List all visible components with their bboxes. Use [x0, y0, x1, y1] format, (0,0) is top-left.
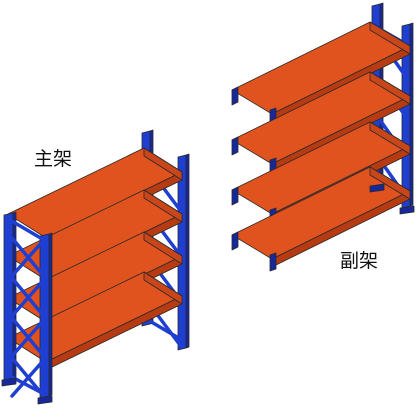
ext-hook-3 — [231, 186, 239, 206]
main-back-upright-2-side — [185, 153, 190, 349]
main-back-tie-bottom — [146, 318, 184, 342]
main-front-upright-1-side — [12, 211, 17, 379]
main-shelf-3-side — [143, 231, 183, 265]
main-front-upright-2 — [39, 233, 50, 399]
ext-hook-front-4 — [269, 252, 277, 272]
ext-foot-2 — [399, 205, 415, 215]
ext-shelf-2-side — [369, 71, 411, 105]
main-front-brace-4 — [10, 356, 44, 396]
main-front-brace-1 — [10, 236, 44, 276]
ext-back-upright-2-side — [409, 22, 414, 207]
main-shelf-2-side — [143, 189, 183, 223]
main-shelf-4-side — [143, 271, 183, 305]
ext-shelf-1-side — [369, 21, 411, 55]
main-front-tie-top — [8, 218, 46, 242]
main-rack-label: 主架 — [34, 148, 73, 170]
extension-rack — [231, 2, 415, 272]
main-foot-1 — [1, 377, 17, 387]
main-front-brace-x-1 — [10, 240, 44, 278]
main-front-brace-x-4 — [10, 360, 44, 398]
main-front-brace-3 — [10, 316, 44, 356]
main-front-upright-2-side — [48, 232, 53, 397]
main-foot-2 — [37, 395, 53, 405]
main-front-brace-2 — [10, 276, 44, 316]
ext-foot-1 — [369, 183, 385, 193]
extension-rack-label: 副架 — [340, 250, 379, 272]
ext-hook-4 — [231, 231, 239, 251]
main-front-brace-x-2 — [10, 280, 44, 318]
ext-shelf-3-side — [369, 121, 411, 155]
main-shelf-1-side — [143, 147, 183, 181]
ext-shelf-4-side — [369, 166, 411, 200]
main-rack — [1, 129, 190, 405]
ext-hook-2 — [231, 136, 239, 156]
ext-hook-1 — [231, 86, 239, 106]
main-front-brace-x-3 — [10, 320, 44, 358]
